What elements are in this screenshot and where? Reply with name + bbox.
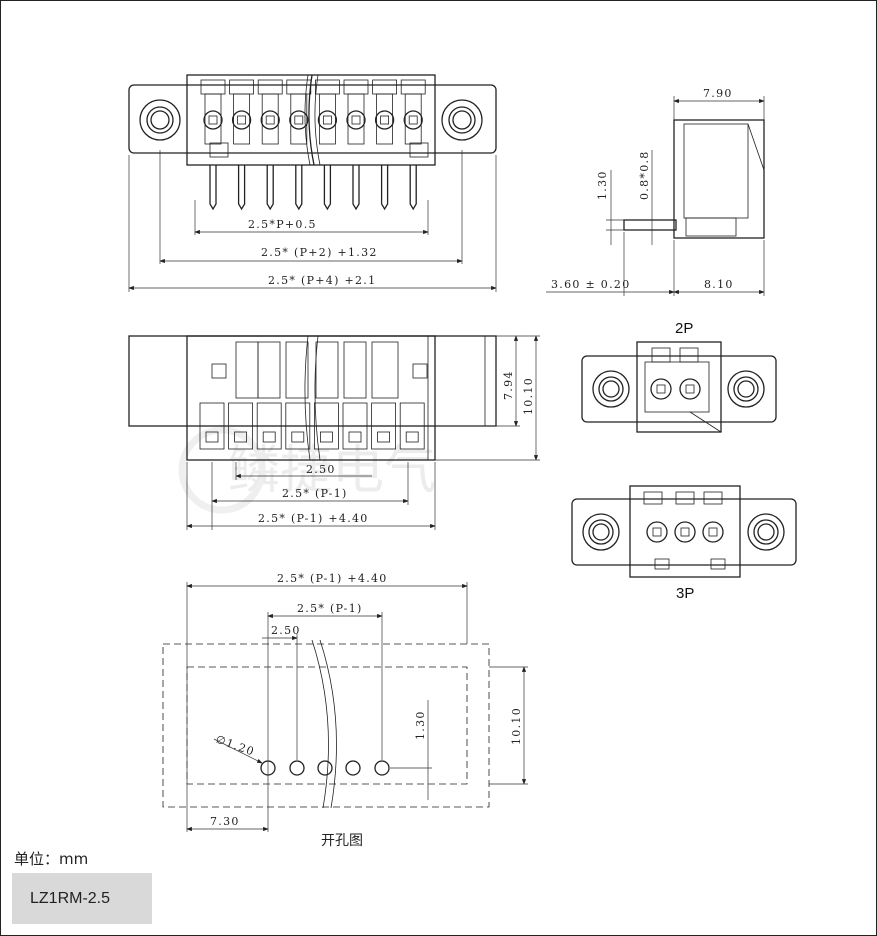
- front-pin-6: [343, 79, 369, 211]
- dim-p2: 2.5* (P+2) +1.32: [261, 246, 378, 259]
- bottom-slot-4: [285, 402, 311, 450]
- dim-side-width: 7.90: [703, 87, 733, 100]
- bottom-window-3: [285, 341, 309, 399]
- dim-side-pin-height: 1.30: [596, 170, 609, 200]
- front-pin-7: [372, 79, 398, 211]
- dim-side-pin-length: 3.60 ± 0.20: [551, 278, 631, 291]
- dim-p-plus: 2.5*P+0.5: [248, 218, 317, 231]
- bottom-window-5: [343, 341, 367, 399]
- bottom-window-4: [315, 341, 339, 399]
- bottom-slot-3: [256, 402, 282, 450]
- dim-bottom-span: 2.5* (P-1): [282, 487, 348, 500]
- dim-side-pin-size: 0.8*0.8: [638, 150, 651, 200]
- hole-pattern-title: 开孔图: [321, 833, 363, 849]
- bottom-slot-8: [399, 402, 425, 450]
- front-pin-5: [314, 79, 340, 211]
- front-pin-8: [400, 79, 426, 211]
- model-label: LZ1RM-2.5: [30, 889, 111, 907]
- bottom-slot-2: [228, 402, 254, 450]
- dim-hole-total: 2.5* (P-1) +4.40: [277, 572, 388, 585]
- variant-2p-label: 2P: [675, 320, 693, 337]
- dim-hole-span: 2.5* (P-1): [297, 602, 363, 615]
- watermark-text: 鳞捷电气: [228, 441, 436, 501]
- dim-hole-height: 10.10: [510, 707, 523, 745]
- variant-3p-label: 3P: [676, 585, 694, 602]
- variant-3p: 3P: [571, 485, 797, 602]
- watermark: 鳞捷电气: [178, 426, 436, 514]
- bottom-slot-5: [313, 402, 339, 450]
- dim-p4: 2.5* (P+4) +2.1: [268, 274, 376, 287]
- front-pin-3: [257, 79, 283, 211]
- bottom-slot-1: [199, 402, 225, 450]
- bottom-window-6: [371, 341, 399, 399]
- dim-hole-edge: 7.30: [210, 815, 240, 828]
- front-pin-2: [229, 79, 255, 211]
- dim-bottom-h1: 7.94: [502, 370, 515, 400]
- front-pin-1: [200, 79, 226, 211]
- bottom-slot-6: [342, 402, 368, 450]
- dim-hole-diameter: ∅1.20: [214, 733, 257, 759]
- hole-pattern: 2.5* (P-1) +4.40 2.5* (P-1) 2.50 ∅1.20 1…: [162, 572, 528, 849]
- bottom-slot-7: [371, 402, 397, 450]
- dim-bottom-pitch: 2.50: [306, 463, 336, 476]
- model-label-box: LZ1RM-2.5: [12, 873, 152, 924]
- dim-hole-pitch: 2.50: [271, 624, 301, 637]
- bottom-window-2: [257, 341, 281, 399]
- dim-hole-offset: 1.30: [414, 710, 427, 740]
- dim-bottom-h2: 10.10: [522, 377, 535, 415]
- bottom-window-1: [235, 341, 259, 399]
- bottom-view: 7.94 10.10 2.50 2.5* (P-1) 2.5* (P-1) +4…: [128, 335, 540, 530]
- variant-2p: 2P: [581, 320, 777, 433]
- dim-side-depth: 8.10: [704, 278, 734, 291]
- side-view: 7.90 1.30 0.8*0.8 3.60 ± 0.20 8.10: [546, 87, 765, 296]
- front-view: 2.5*P+0.5 2.5* (P+2) +1.32 2.5* (P+4) +2…: [128, 74, 497, 292]
- dim-bottom-total: 2.5* (P-1) +4.40: [258, 512, 369, 525]
- unit-label: 单位：mm: [14, 850, 89, 868]
- front-pin-4: [286, 79, 312, 211]
